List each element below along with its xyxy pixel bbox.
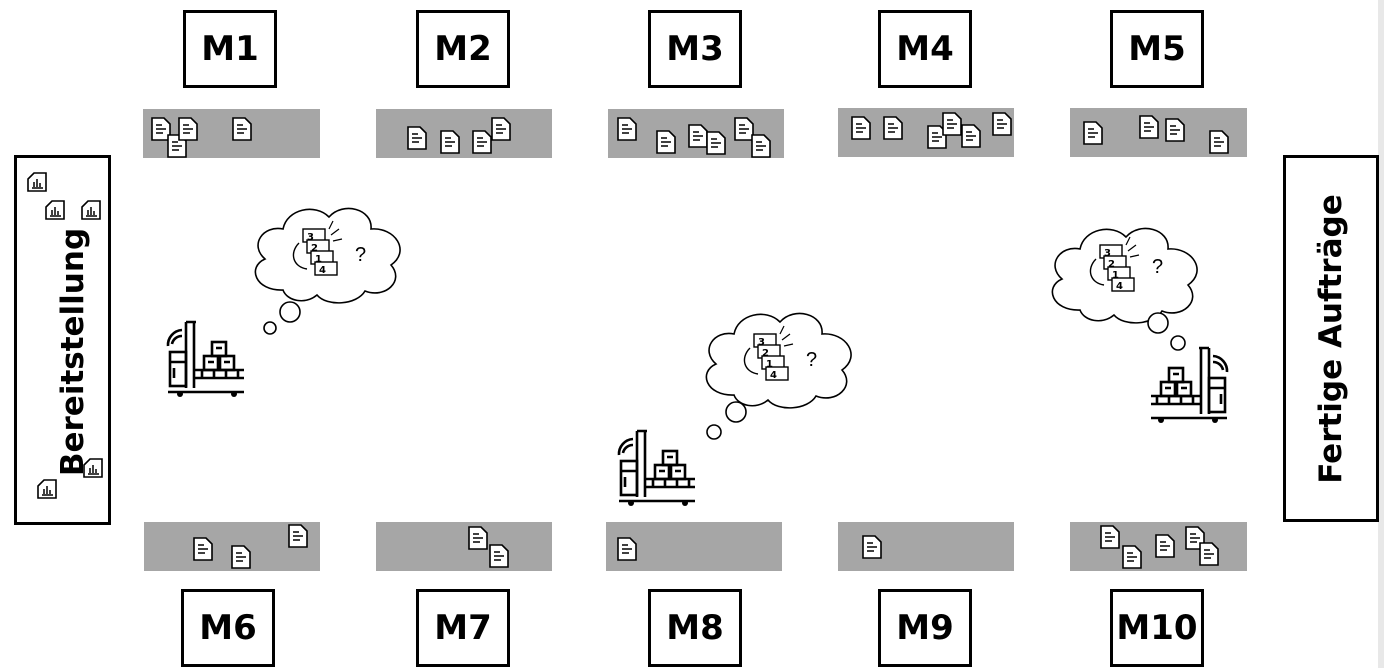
- finished-orders-area: Fertige Aufträge: [1283, 155, 1379, 522]
- document-icon: [883, 116, 903, 140]
- chart-document-icon: [83, 458, 103, 478]
- document-icon: [656, 130, 676, 154]
- document-icon: [1155, 534, 1175, 558]
- machine-m5: M5: [1110, 10, 1204, 88]
- list-number: 3: [307, 232, 314, 243]
- list-number: 1: [1112, 270, 1119, 281]
- question-mark: ?: [355, 244, 366, 266]
- finished-orders-label: Fertige Aufträge: [1313, 193, 1349, 484]
- thought-cloud-icon: 3 2 1 4 ?: [705, 312, 852, 440]
- machine-label: M5: [1128, 29, 1186, 69]
- machine-label: M7: [434, 608, 492, 648]
- list-number: 1: [315, 254, 322, 265]
- document-icon: [231, 545, 251, 569]
- chart-document-icon: [37, 479, 57, 499]
- document-icon: [151, 117, 171, 141]
- queue-m2: [376, 109, 552, 158]
- queue-m7: [376, 522, 552, 571]
- machine-label: M6: [199, 608, 257, 648]
- list-number: 2: [762, 348, 769, 359]
- thought-cloud-icon: 3 2 1 4 ?: [1051, 227, 1198, 351]
- agv-forklift-icon: [617, 429, 695, 506]
- document-icon: [489, 544, 509, 568]
- machine-label: M8: [666, 608, 724, 648]
- document-icon: [617, 537, 637, 561]
- document-icon: [407, 126, 427, 150]
- document-icon: [734, 117, 754, 141]
- document-icon: [1209, 130, 1229, 154]
- document-icon: [751, 134, 771, 158]
- document-icon: [617, 117, 637, 141]
- machine-m7: M7: [416, 589, 510, 667]
- machine-m6: M6: [181, 589, 275, 667]
- document-icon: [688, 124, 708, 148]
- machine-label: M3: [666, 29, 724, 69]
- machine-label: M4: [896, 29, 954, 69]
- document-icon: [1139, 115, 1159, 139]
- document-icon: [1199, 542, 1219, 566]
- machine-m9: M9: [878, 589, 972, 667]
- document-icon: [232, 117, 252, 141]
- page-edge: [1378, 0, 1384, 668]
- document-icon: [927, 125, 947, 149]
- list-number: 1: [766, 359, 773, 370]
- document-icon: [440, 130, 460, 154]
- agv-forklift-icon: [1151, 346, 1229, 423]
- document-icon: [862, 535, 882, 559]
- agv-forklift-icon: [166, 320, 244, 397]
- list-number: 3: [758, 337, 765, 348]
- document-icon: [706, 131, 726, 155]
- document-icon: [1122, 545, 1142, 569]
- document-icon: [178, 117, 198, 141]
- list-number: 4: [319, 265, 326, 276]
- document-icon: [472, 130, 492, 154]
- provisioning-label: Bereitstellung: [55, 227, 91, 477]
- question-mark: ?: [1152, 256, 1163, 278]
- document-icon: [1083, 121, 1103, 145]
- document-icon: [1100, 525, 1120, 549]
- document-icon: [942, 112, 962, 136]
- machine-m3: M3: [648, 10, 742, 88]
- document-icon: [961, 124, 981, 148]
- machine-label: M2: [434, 29, 492, 69]
- machine-m2: M2: [416, 10, 510, 88]
- document-icon: [193, 537, 213, 561]
- document-icon: [468, 526, 488, 550]
- list-number: 2: [311, 243, 318, 254]
- document-icon: [992, 112, 1012, 136]
- machine-label: M1: [201, 29, 259, 69]
- document-icon: [491, 117, 511, 141]
- list-number: 3: [1104, 248, 1111, 259]
- machine-m10: M10: [1110, 589, 1204, 667]
- document-icon: [851, 116, 871, 140]
- machine-m1: M1: [183, 10, 277, 88]
- machine-label: M9: [896, 608, 954, 648]
- machine-m4: M4: [878, 10, 972, 88]
- thought-cloud-icon: 3 2 1 4 ?: [254, 207, 401, 335]
- list-number: 4: [1116, 281, 1123, 292]
- list-number: 4: [770, 370, 777, 381]
- document-icon: [1165, 118, 1185, 142]
- document-icon: [288, 524, 308, 548]
- list-number: 2: [1108, 259, 1115, 270]
- machine-m8: M8: [648, 589, 742, 667]
- machine-label: M10: [1116, 608, 1198, 648]
- question-mark: ?: [806, 349, 817, 371]
- chart-document-icon: [27, 172, 47, 192]
- chart-document-icon: [81, 200, 101, 220]
- chart-document-icon: [45, 200, 65, 220]
